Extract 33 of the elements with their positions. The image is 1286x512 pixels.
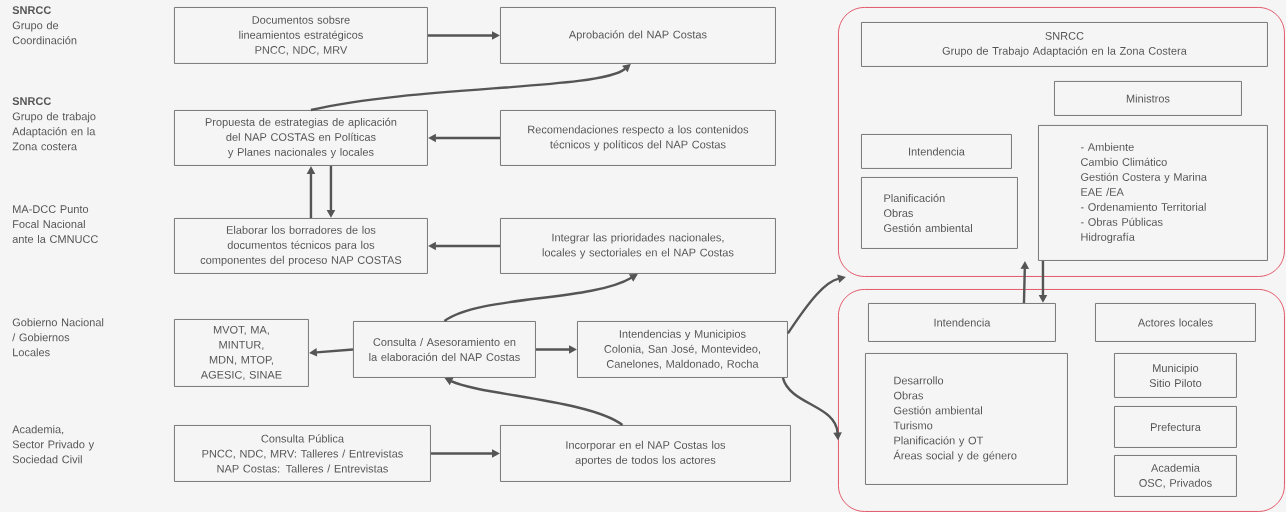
arrow	[310, 64, 631, 112]
process-box: Incorporar en el NAP Costas los aportes de todos los actores	[500, 425, 791, 482]
process-box: Planificación Obras Gestión ambiental	[861, 177, 1018, 249]
process-box: Documentos sobsre lineamientos estratégicos PNCC, NDC, MRV	[174, 7, 428, 64]
process-box: - Ambiente Cambio Climático Gestión Costera y Marina EAE /EA - Ordenamiento Territorial - Obras Públicas Hidrografía	[1038, 125, 1268, 261]
row-label: Grupo de Coordinación	[12, 21, 77, 45]
row-label: SNRCC	[12, 6, 51, 14]
row-label: Gobierno Nacional / Gobiernos Locales	[12, 318, 104, 357]
row-label: MA-DCC Punto Focal Nacional ante la CMNUCC	[12, 205, 98, 243]
row-label: Grupo de trabajo Adaptación en la Zona costera	[12, 112, 96, 151]
process-box: Elaborar los borradores de los documentos técnicos para los componentes del proceso NAP COSTAS	[174, 218, 428, 274]
arrow	[443, 274, 638, 323]
row-label: Academia, Sector Privado y Sociedad Civil	[12, 425, 95, 464]
process-box: Propuesta de estrategias de aplicación del NAP COSTAS en Políticas y Planes nacionales y locales	[174, 110, 428, 166]
process-box: Consulta Pública PNCC, NDC, MRV: Talleres / Entrevistas NAP Costas: Talleres / Entrevistas	[174, 425, 431, 482]
process-box: SNRCC Grupo de Trabajo Adaptación en la Zona Costera	[861, 22, 1268, 67]
process-box: Prefectura	[1114, 406, 1237, 448]
group-panel	[838, 7, 1285, 277]
process-box: Intendencias y Municipios Colonia, San José, Montevideo, Canelones, Maldonado, Rocha	[577, 321, 788, 378]
process-box: Academia OSC, Privados	[1114, 455, 1237, 497]
process-box: Integrar las prioridades nacionales, locales y sectoriales en el NAP Costas	[500, 218, 776, 274]
process-box: Actores locales	[1095, 303, 1256, 342]
process-box: Intendencia	[861, 134, 1012, 169]
process-box: Ministros	[1054, 81, 1242, 116]
process-box: Municipio Sitio Piloto	[1114, 353, 1237, 398]
process-box: Desarrollo Obras Gestión ambiental Turismo Planificación y OT Áreas social y de género	[865, 353, 1068, 485]
process-box: Aprobación del NAP Costas	[500, 7, 776, 64]
process-box: Consulta / Asesoramiento en la elaboración del NAP Costas	[353, 321, 536, 378]
group-panel	[838, 289, 1285, 512]
row-label: SNRCC	[12, 97, 51, 105]
process-box: MVOT, MA, MINTUR, MDN, MTOP, AGESIC, SINAE	[174, 319, 309, 387]
process-box: Intendencia	[868, 303, 1056, 342]
process-box: Recomendaciones respecto a los contenidos técnicos y políticos del NAP Costas	[500, 110, 776, 166]
